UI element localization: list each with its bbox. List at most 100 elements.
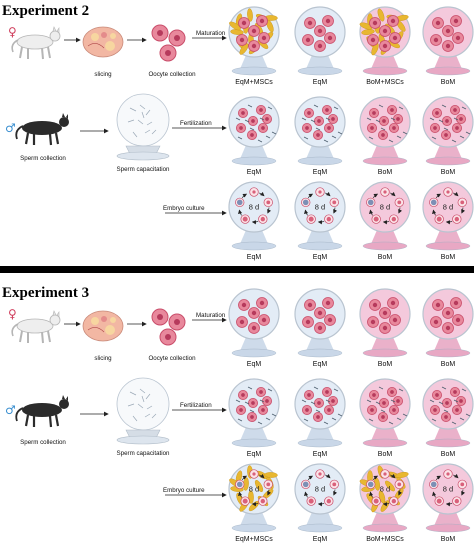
petri-dish-eqm: EqM (294, 378, 346, 458)
sperm-icon (390, 399, 396, 403)
dish-label: BoM (378, 169, 393, 176)
sperm-icon (247, 386, 253, 390)
sperm-icon (249, 409, 255, 413)
culture-days-label: 8 d (249, 485, 259, 494)
petri-dish-bom: BoM (359, 96, 411, 176)
stage-label: Maturation (196, 312, 226, 319)
sperm-icon (431, 418, 437, 422)
sperm-icon (325, 399, 331, 403)
sperm-icon (438, 119, 444, 123)
sperm-icon (301, 117, 307, 121)
sperm-icon (429, 117, 435, 121)
petri-dish-eqm-plus-mscs: EqM+MSCs (228, 6, 280, 86)
culture-days-label: 8 d (443, 203, 453, 212)
culture-days-label: 8 d (380, 203, 390, 212)
sperm-icon (235, 117, 241, 121)
sperm-icon (259, 399, 265, 403)
experiment-3-prep: ♀ slicing Oocyte collection ♂ (5, 307, 196, 457)
sperm-icon (461, 388, 467, 392)
sperm-icon (453, 399, 459, 403)
sperm-icon (323, 421, 329, 425)
dish-label: EqM (313, 451, 328, 458)
sperm-icon (331, 417, 337, 421)
sperm-icon (378, 104, 384, 108)
sperm-icon (265, 417, 271, 421)
sperm-icon (337, 131, 343, 135)
dish-label: EqM (313, 361, 328, 368)
petri-dish-bom-plus-mscs: BoM+MSCs (359, 6, 411, 86)
petri-dish-eqm: EqM (228, 288, 280, 368)
petri-dish-eqm: EqM (294, 6, 346, 86)
sperm-icon (443, 409, 449, 413)
sperm-icon (375, 119, 381, 123)
sperm-icon (366, 117, 372, 121)
oocyte-cluster-icon (151, 24, 186, 62)
sperm-icon (333, 388, 339, 392)
sperm-icon (368, 418, 374, 422)
sperm-icon (310, 401, 316, 405)
female-symbol: ♀ (8, 25, 17, 39)
sperm-icon (235, 399, 241, 403)
oocyte-collection-label: Oocyte collection (148, 355, 196, 362)
culture-days-label: 8 d (315, 485, 325, 494)
sperm-icon (257, 421, 263, 425)
sperm-icon (396, 417, 402, 421)
female-cat-icon (11, 26, 61, 60)
dish-label: EqM (247, 169, 262, 176)
petri-dish-bom: BoM (422, 6, 474, 86)
sperm-icon (431, 136, 437, 140)
female-cat-icon (11, 310, 61, 344)
sperm-icon (257, 139, 263, 143)
stage-label: Maturation (196, 30, 226, 37)
dish-label: BoM (441, 536, 456, 543)
dish-label: EqM (313, 79, 328, 86)
sperm-icon (313, 386, 319, 390)
sperm-icon (380, 409, 386, 413)
sperm-icon (398, 106, 404, 110)
sperm-icon (451, 139, 457, 143)
culture-days-label: 8 d (315, 203, 325, 212)
stage-label: Embryo culture (163, 487, 205, 494)
petri-dish-eqm: EqM (228, 96, 280, 176)
experiment-2-title: Experiment 2 (2, 3, 89, 19)
sperm-icon (301, 399, 307, 403)
sperm-icon (249, 127, 255, 131)
oocyte-collection-label: Oocyte collection (148, 71, 196, 78)
petri-dish-eqm: EqM (228, 378, 280, 458)
sperm-icon (265, 135, 271, 139)
petri-dish-eqm: EqM (294, 288, 346, 368)
slicing-label: slicing (94, 355, 112, 362)
sperm-icon (465, 131, 471, 135)
dish-label: EqM+MSCs (235, 79, 273, 86)
sperm-icon (390, 117, 396, 121)
section-divider (0, 266, 474, 273)
sperm-capacitation-label: Sperm capacitation (117, 450, 171, 457)
sperm-icon (366, 399, 372, 403)
male-cat-icon (15, 113, 69, 146)
dish-label: BoM (441, 361, 456, 368)
petri-dish-bom: 8 d BoM (422, 181, 474, 261)
dish-label: BoM (441, 169, 456, 176)
slicing-label: slicing (94, 71, 112, 78)
sperm-icon (271, 131, 277, 135)
sperm-icon (331, 135, 337, 139)
petri-dish-bom: BoM (422, 378, 474, 458)
sperm-icon (310, 119, 316, 123)
sperm-icon (337, 413, 343, 417)
petri-dish-bom: BoM (422, 288, 474, 368)
sperm-icon (453, 117, 459, 121)
stage-label: Fertilization (180, 120, 212, 127)
dish-label: EqM (247, 451, 262, 458)
dish-label: EqM (313, 169, 328, 176)
dish-label: BoM (441, 254, 456, 261)
petri-dish-bom: BoM (422, 96, 474, 176)
sperm-icon (459, 417, 465, 421)
sperm-icon (429, 399, 435, 403)
sperm-icon (388, 421, 394, 425)
male-symbol: ♂ (5, 403, 16, 417)
